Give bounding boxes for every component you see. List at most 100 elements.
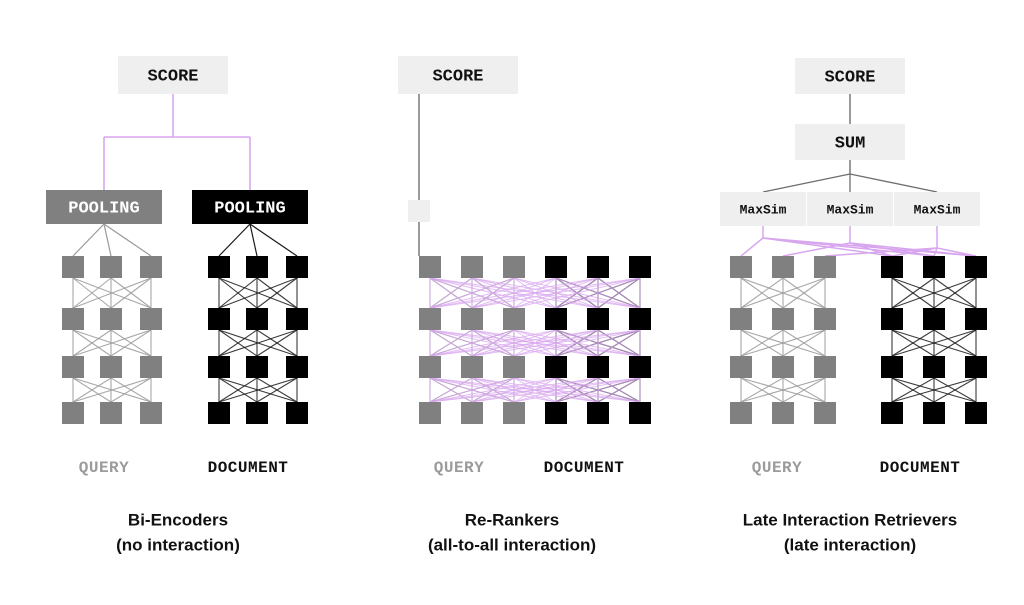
maxsim-1-box[interactable] — [720, 192, 806, 226]
query-token-node-r1c3 — [140, 256, 162, 278]
score-box[interactable] — [795, 58, 905, 94]
interaction-edge — [471, 329, 641, 357]
tower-edge — [891, 277, 935, 309]
document-token-node-r2c3 — [286, 308, 308, 330]
document-token-node-r3c2 — [246, 356, 268, 378]
tower-edge — [740, 277, 784, 309]
tower-edge — [110, 277, 152, 309]
score-box[interactable] — [398, 56, 518, 94]
pooling-query-box[interactable] — [46, 190, 162, 224]
interaction-edge — [429, 377, 557, 403]
tower-edge — [72, 277, 112, 309]
document-token-node-r4c3 — [629, 402, 651, 424]
tower-edge — [218, 277, 258, 309]
document-token-node-r3c1 — [545, 356, 567, 378]
document-token-node-r2c2 — [587, 308, 609, 330]
tower-edge — [891, 377, 977, 403]
query-token-node-r1c1 — [730, 256, 752, 278]
maxsim-query-edge — [782, 242, 851, 257]
tower-edge — [72, 329, 112, 357]
tower-edge — [782, 329, 826, 357]
caption-subtitle: (no interaction) — [116, 535, 240, 554]
interaction-edge — [429, 277, 515, 309]
interaction-edge — [429, 329, 557, 357]
query-token-node-r1c3 — [503, 256, 525, 278]
score-box-label: SCORE — [432, 67, 483, 86]
tower-edge — [218, 277, 298, 309]
pooling-fan-edge — [103, 223, 112, 257]
query-token-node-r1c1 — [62, 256, 84, 278]
caption-title: Late Interaction Retrievers — [743, 510, 957, 529]
maxsim-document-edge — [849, 242, 893, 257]
maxsim-2-box[interactable] — [807, 192, 893, 226]
query-token-node-r2c3 — [140, 308, 162, 330]
score-box-label: SCORE — [824, 68, 875, 87]
query-token-node-r4c3 — [503, 402, 525, 424]
pooling-document-label: POOLING — [214, 199, 285, 218]
tower-edge — [110, 329, 152, 357]
tower-edge — [933, 277, 977, 309]
document-token-node-r2c1 — [545, 308, 567, 330]
document-token-node-r1c3 — [965, 256, 987, 278]
tower-edge — [891, 329, 977, 357]
maxsim-3-box[interactable] — [894, 192, 980, 226]
interaction-edge — [429, 329, 599, 357]
document-label: DOCUMENT — [880, 459, 961, 477]
score-box-label: SCORE — [147, 67, 198, 86]
query-token-node-r2c3 — [503, 308, 525, 330]
query-token-node-r1c3 — [814, 256, 836, 278]
tower-edge — [218, 329, 258, 357]
document-token-node-r4c2 — [923, 402, 945, 424]
document-token-node-r4c2 — [246, 402, 268, 424]
tower-edge — [782, 277, 826, 309]
pooling-document-box[interactable] — [192, 190, 308, 224]
interaction-edge — [429, 329, 515, 357]
query-token-node-r1c1 — [419, 256, 441, 278]
maxsim-query-edge — [824, 247, 938, 257]
maxsim-query-edge — [740, 237, 764, 257]
interaction-edge — [555, 377, 641, 403]
query-token-node-r2c2 — [100, 308, 122, 330]
interaction-edge — [555, 277, 641, 309]
query-token-node-r4c2 — [772, 402, 794, 424]
pooling-to-score-wires — [103, 94, 251, 190]
document-token-node-r2c2 — [246, 308, 268, 330]
document-token-node-r2c1 — [881, 308, 903, 330]
query-token-node-r4c3 — [814, 402, 836, 424]
tower-edge — [218, 377, 258, 403]
query-token-node-r3c2 — [772, 356, 794, 378]
interaction-edge — [429, 377, 599, 403]
document-token-node-r3c1 — [208, 356, 230, 378]
document-token-node-r4c1 — [881, 402, 903, 424]
interaction-edge — [429, 377, 641, 403]
tower-edge — [72, 377, 112, 403]
document-token-node-r1c1 — [208, 256, 230, 278]
score-box[interactable] — [118, 56, 228, 94]
tower-edge — [256, 277, 298, 309]
document-token-node-r2c3 — [629, 308, 651, 330]
interaction-edge — [555, 329, 641, 357]
interaction-edge — [597, 277, 641, 309]
caption-subtitle: (late interaction) — [784, 535, 916, 554]
tower-edge — [891, 277, 977, 309]
tower-edge — [933, 377, 977, 403]
tower-edges — [72, 277, 152, 403]
tower-edge — [740, 277, 826, 309]
query-token-node-r3c2 — [100, 356, 122, 378]
tower-edge — [72, 377, 152, 403]
pooling-query-label: POOLING — [68, 199, 139, 218]
tower-edge — [740, 329, 784, 357]
sum-box[interactable] — [795, 124, 905, 160]
query-token-node-r4c2 — [461, 402, 483, 424]
query-token-node-r1c2 — [772, 256, 794, 278]
tower-edge — [740, 377, 826, 403]
tower-edge — [256, 329, 298, 357]
cls-token-box — [408, 200, 430, 222]
maxsim-document-edge — [891, 247, 938, 257]
tower-edge — [740, 329, 826, 357]
